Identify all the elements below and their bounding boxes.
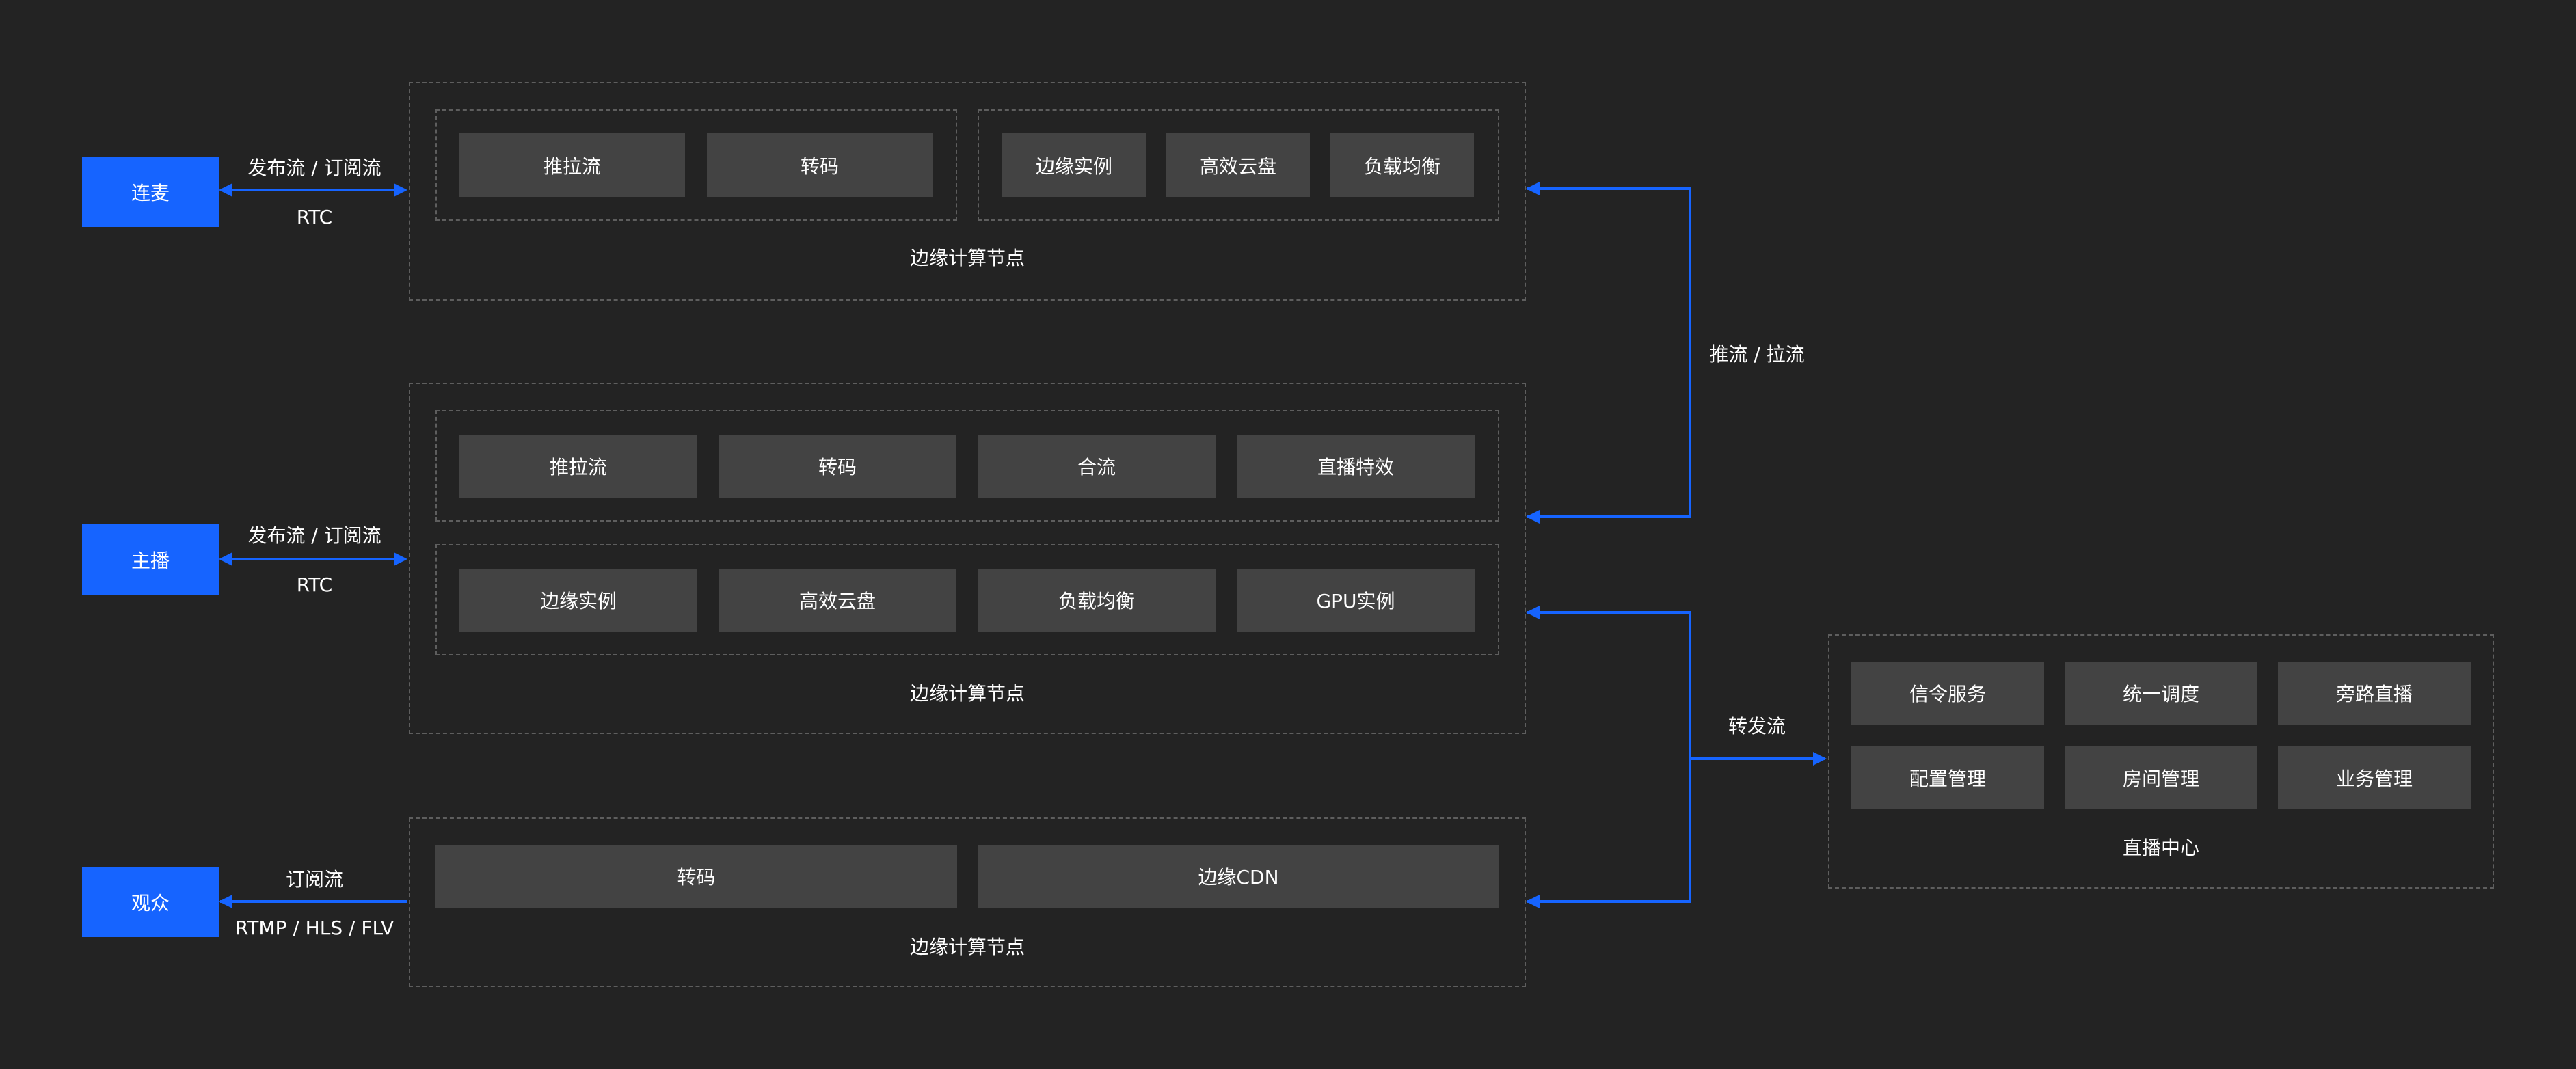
role-zhubo: 主播 (82, 524, 219, 595)
edge-node-1 (409, 82, 1526, 301)
link-label-guanzhong-bottom: RTMP / HLS / FLV (234, 917, 394, 939)
module-edge-cdn: 边缘CDN (978, 845, 1499, 908)
module-load-balancer: 负载均衡 (1330, 133, 1474, 197)
edge-node-2 (409, 383, 1526, 734)
edge-node-2-title: 边缘计算节点 (909, 682, 1025, 705)
link-label-forward: 转发流 (1728, 715, 1786, 738)
link-label-guanzhong-top: 订阅流 (285, 868, 343, 891)
arrow-forward-lower (1526, 759, 1691, 908)
module-load-balancer: 负载均衡 (978, 569, 1216, 632)
edge-node-1-group-a (435, 109, 957, 221)
edge-node-2-row-2 (435, 544, 1499, 655)
module-config-management: 配置管理 (1851, 746, 2044, 809)
live-center-title: 直播中心 (2122, 837, 2199, 859)
module-bypass-live: 旁路直播 (2278, 662, 2471, 725)
link-label-lianmai-top: 发布流 / 订阅流 (247, 157, 381, 179)
module-cloud-disk: 高效云盘 (1166, 133, 1310, 197)
module-scheduling: 统一调度 (2065, 662, 2257, 725)
module-edge-instance: 边缘实例 (459, 569, 697, 632)
link-label-push-pull: 推流 / 拉流 (1709, 343, 1805, 366)
link-label-zhubo-bottom: RTC (296, 573, 333, 596)
edge-node-3 (409, 817, 1526, 987)
module-business-management: 业务管理 (2278, 746, 2471, 809)
edge-node-1-group-b (978, 109, 1499, 221)
module-push-pull: 推拉流 (459, 435, 697, 498)
module-signaling: 信令服务 (1851, 662, 2044, 725)
edge-node-2-row-1 (435, 410, 1499, 522)
live-center (1828, 634, 2494, 889)
module-transcode: 转码 (719, 435, 956, 498)
module-room-management: 房间管理 (2065, 746, 2257, 809)
edge-node-3-title: 边缘计算节点 (909, 936, 1025, 958)
module-live-effects: 直播特效 (1237, 435, 1475, 498)
module-push-pull: 推拉流 (459, 133, 685, 197)
module-transcode: 转码 (707, 133, 933, 197)
module-cloud-disk: 高效云盘 (719, 569, 956, 632)
module-gpu-instance: GPU实例 (1237, 569, 1475, 632)
link-label-zhubo-top: 发布流 / 订阅流 (247, 524, 381, 547)
module-stream-mix: 合流 (978, 435, 1216, 498)
role-lianmai: 连麦 (82, 157, 219, 227)
edge-node-1-title: 边缘计算节点 (909, 247, 1025, 269)
module-transcode: 转码 (435, 845, 957, 908)
link-label-lianmai-bottom: RTC (296, 206, 333, 228)
arrow-push-pull (1526, 182, 1691, 524)
module-edge-instance: 边缘实例 (1002, 133, 1146, 197)
role-guanzhong: 观众 (82, 867, 219, 937)
arrow-forward-upper (1526, 606, 1691, 759)
